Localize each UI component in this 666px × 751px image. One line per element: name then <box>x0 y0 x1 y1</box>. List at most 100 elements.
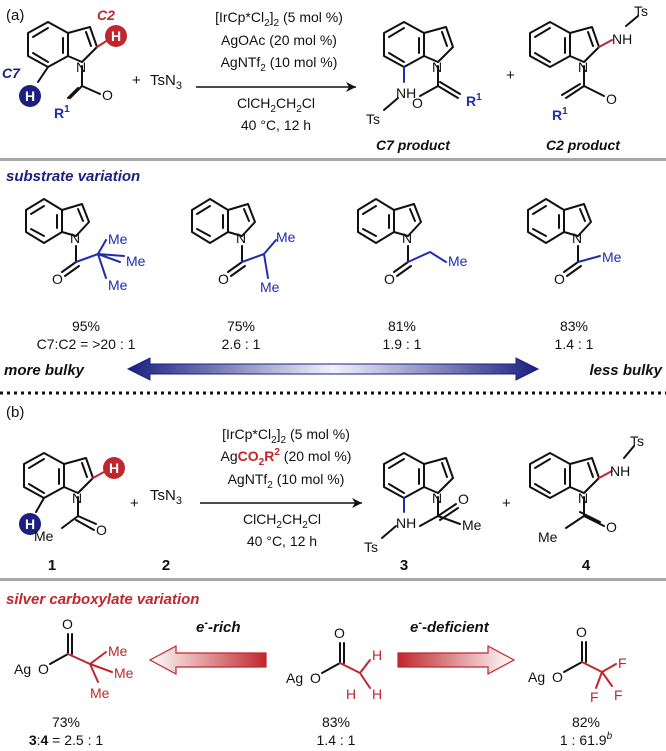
substrate2-me-2: Me <box>260 279 280 295</box>
c2-nh: NH <box>612 31 632 47</box>
p4-me: Me <box>538 529 558 545</box>
b-c2-h-letter: H <box>109 460 119 476</box>
c7-product-label: C7 product <box>376 137 451 153</box>
substrate-isobutyryl: N O Me Me <box>191 198 296 295</box>
plus-sign: + <box>132 72 141 89</box>
product-4-structure: NH Ts N O Me <box>529 433 644 545</box>
substrate2-me-1: Me <box>276 229 296 245</box>
part-a-label: (a) <box>6 7 24 24</box>
catalyst-text: [IrCp*Cl2]2 (5 mol %) <box>215 9 343 29</box>
substrate3-o: O <box>384 271 395 287</box>
c7-r1: R1 <box>466 92 482 109</box>
agtfa-o1: O <box>552 669 563 685</box>
p3-nh: NH <box>396 515 416 531</box>
silver-trifluoroacetate: Ag O O F F F <box>528 624 627 705</box>
substrate3-me: Me <box>448 253 468 269</box>
arrowhead-b <box>352 498 362 508</box>
b-c7-h-circle <box>19 513 41 535</box>
substrate2-ratio: 2.6 : 1 <box>222 336 261 352</box>
plus-sign-products: + <box>506 67 515 84</box>
b-tsn3: TsN3 <box>150 487 182 507</box>
substrate1-n: N <box>70 230 80 246</box>
agoac-ratio: 1.4 : 1 <box>317 732 356 748</box>
c7-ts: Ts <box>366 111 380 127</box>
substrate-variation-heading: substrate variation <box>6 168 140 185</box>
agtfa-f-1: F <box>618 655 627 671</box>
c7-label: C7 <box>2 65 21 81</box>
substrate4-n: N <box>572 230 582 246</box>
p3-me: Me <box>462 517 482 533</box>
c2-r1: R1 <box>552 106 568 123</box>
agopiv-o2: O <box>62 616 73 632</box>
agoac-ag: Ag <box>286 670 303 686</box>
starting-indole-a: H C2 H C7 N O R1 <box>2 7 127 121</box>
agtfa-ag: Ag <box>528 669 545 685</box>
agopiv-me-1: Me <box>108 643 128 659</box>
c2-h-circle <box>105 25 127 47</box>
substrate3-ratio: 1.9 : 1 <box>383 336 422 352</box>
less-bulky-label: less bulky <box>589 362 662 379</box>
substrate1-me-1: Me <box>108 231 128 247</box>
agopiv-ratio: 3:4 = 2.5 : 1 <box>29 732 104 748</box>
p3-n: N <box>432 490 442 506</box>
c2-product-structure: NH Ts N O R1 C2 product <box>529 3 648 153</box>
starting-indole-b: H H N O Me <box>19 452 125 544</box>
b-temperature-text: 40 °C, 12 h <box>247 533 317 549</box>
c7-h-letter: H <box>25 88 35 104</box>
agopiv-ag: Ag <box>14 661 31 677</box>
agoac-h-3: H <box>372 686 382 702</box>
p3-ts: Ts <box>364 539 378 555</box>
c7-h-circle <box>19 85 41 107</box>
agopiv-me-3: Me <box>90 685 110 701</box>
substrate2-n: N <box>236 230 246 246</box>
substrate3-yield: 81% <box>388 318 416 334</box>
product-3-structure: NH Ts N O Me <box>364 452 482 555</box>
c2-h-letter: H <box>111 28 121 44</box>
c2-label: C2 <box>97 7 115 23</box>
substrate3-n: N <box>402 230 412 246</box>
separator-2 <box>0 578 666 581</box>
agopiv-me-2: Me <box>114 665 134 681</box>
e-deficient-label: e--deficient <box>410 617 490 636</box>
substrate4-me: Me <box>602 249 622 265</box>
c2-product-nitrogen: N <box>578 59 588 75</box>
b-catalyst-text: [IrCp*Cl2]2 (5 mol %) <box>222 426 350 446</box>
part-b-label: (b) <box>6 404 24 421</box>
c7-product-structure: NH Ts N O R1 C7 product <box>366 21 482 153</box>
agtfa-f-2: F <box>614 687 623 703</box>
temperature-time-text: 40 °C, 12 h <box>241 117 311 133</box>
substrate4-yield: 83% <box>560 318 588 334</box>
solvent-text: ClCH2CH2Cl <box>237 95 315 115</box>
substrate1-me-2: Me <box>126 253 146 269</box>
e-rich-arrow <box>148 644 267 676</box>
e-deficient-arrow <box>397 644 516 676</box>
c2-ts: Ts <box>634 3 648 19</box>
bulkiness-double-arrow <box>126 357 540 381</box>
b-methyl: Me <box>34 528 54 544</box>
substrate1-yield: 95% <box>72 318 100 334</box>
e-rich-label: e--rich <box>196 617 241 636</box>
indole-nitrogen: N <box>76 59 86 75</box>
b-c7-h-letter: H <box>25 516 35 532</box>
agopiv-yield: 73% <box>52 714 80 730</box>
b-solvent-text: ClCH2CH2Cl <box>243 511 321 531</box>
agoac-o2: O <box>334 625 345 641</box>
agtfa-f-3: F <box>590 689 599 705</box>
b-silver-text: AgCO2R2 (20 mol %) <box>221 447 352 468</box>
compound-4-number: 4 <box>582 557 591 574</box>
substrate-acetyl: N O Me <box>527 198 622 287</box>
additive-1-text: AgOAc (20 mol %) <box>221 32 337 48</box>
b-plus-sign: + <box>130 495 139 512</box>
agoac-yield: 83% <box>322 714 350 730</box>
p4-ts: Ts <box>630 433 644 449</box>
substrate2-o: O <box>218 271 229 287</box>
substrate1-me-3: Me <box>108 277 128 293</box>
substrate1-ratio: C7:C2 = >20 : 1 <box>37 336 136 352</box>
separator-1 <box>0 158 666 161</box>
silver-variation-heading: silver carboxylate variation <box>6 591 199 608</box>
substrate4-o: O <box>554 271 565 287</box>
arrowhead-a <box>346 82 356 92</box>
p4-nh: NH <box>610 463 630 479</box>
agoac-h-2: H <box>346 686 356 702</box>
